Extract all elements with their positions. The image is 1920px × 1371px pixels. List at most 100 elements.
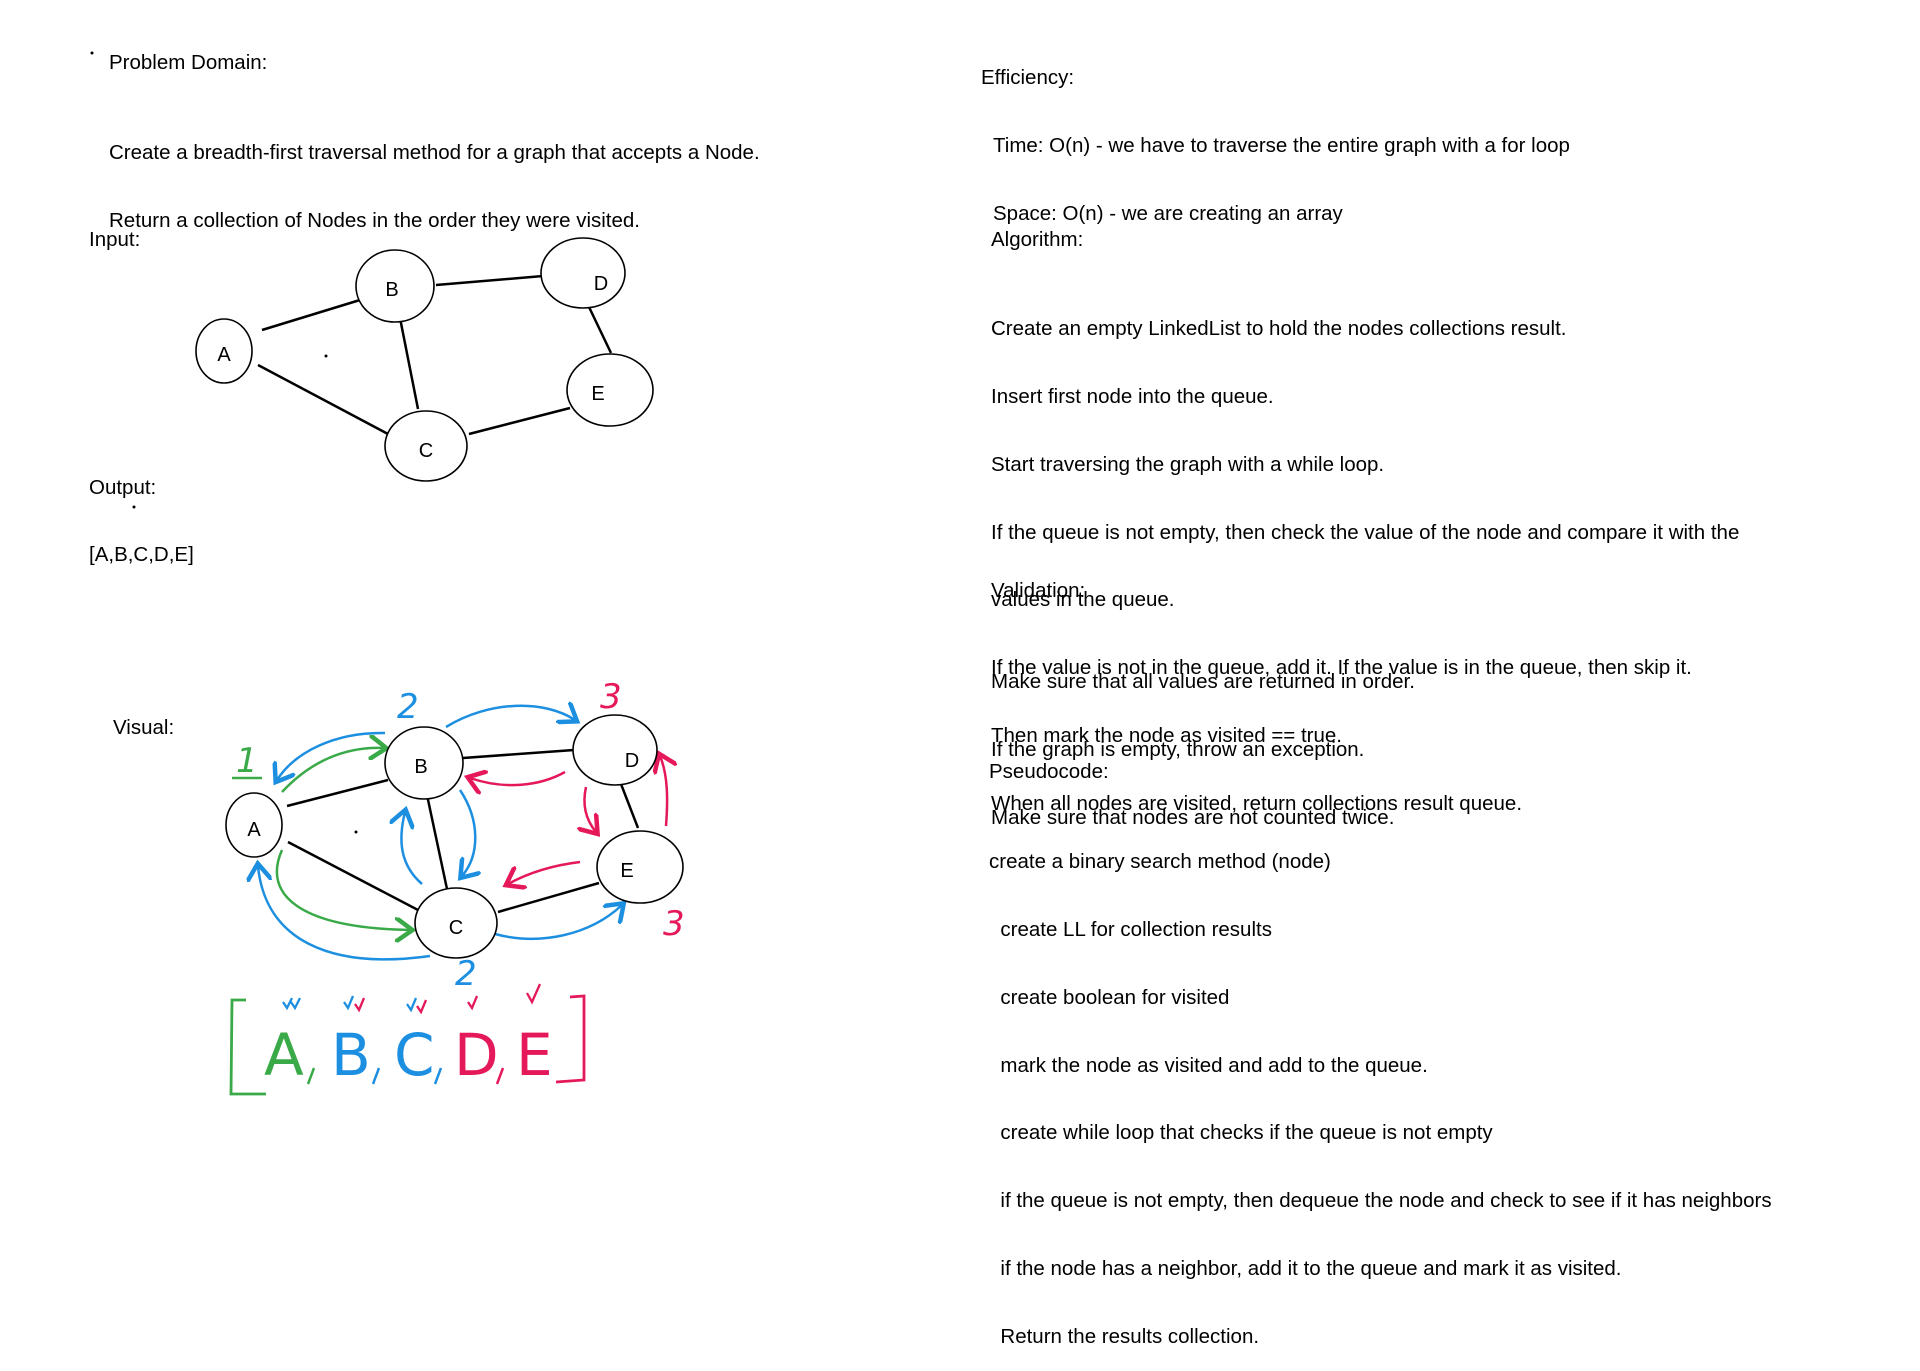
check-mark [406,997,418,1013]
validation-heading: Validation: [991,579,1086,602]
algorithm-line: Create an empty LinkedList to hold the n… [991,317,1567,341]
step-label-2-bottom: 2 [455,954,477,994]
pseudocode-line: create LL for collection results [989,917,1272,941]
node-b-label: B [385,279,398,301]
edge-b-c [398,317,420,410]
algorithm-line: Start traversing the graph with a while … [991,452,1385,476]
check-mark [290,997,302,1011]
green-arrow-a-to-c [275,849,410,930]
edge-b-d [435,274,544,287]
algorithm-line: Insert first node into the queue. [991,384,1274,408]
handwritten-result: A B C D E [229,983,586,1096]
result-letter-d: D [454,1021,499,1089]
output-heading: Output: [89,476,157,499]
edge-a-c [257,363,389,436]
node-b-circle [355,249,435,323]
comma [371,1067,381,1085]
visual-node-e-label: E [620,860,633,882]
algorithm-line: Then mark the node as visited == true. [991,723,1342,747]
stray-dot [132,505,136,509]
visual-node-b-circle [384,726,464,800]
algorithm-line: When all nodes are visited, return colle… [991,791,1523,815]
pseudocode-line: Return the results collection. [989,1324,1260,1348]
check-mark [343,995,355,1011]
visual-graph: A B C D E 1 2 3 2 3 A B C D E [225,677,685,1096]
efficiency-heading: Efficiency: [981,66,1075,89]
node-a-circle [195,318,253,384]
edge-c-e [497,881,600,914]
blue-arrow-b-to-d [445,706,575,729]
check-mark [282,997,294,1011]
stray-dot [324,354,328,358]
edge-a-b [261,298,361,332]
output-value: [A,B,C,D,E] [89,543,194,566]
visual-node-a-circle [225,792,283,858]
algorithm-line: If the queue is not empty, then check th… [991,520,1740,544]
pseudocode-line: create while loop that checks if the que… [989,1121,1493,1145]
stray-dot [354,830,358,834]
comma [306,1067,316,1085]
visual-node-d-circle [572,714,658,786]
edge-b-d [462,748,575,760]
edge-b-c [425,794,449,890]
pseudocode-line: if the queue is not empty, then dequeue … [989,1189,1772,1213]
edge-d-e [587,306,613,354]
edge-a-b [286,778,389,808]
check-mark [416,999,428,1015]
result-letter-e: E [516,1021,553,1089]
left-bracket [229,998,266,1096]
problem-line: Return a collection of Nodes in the orde… [109,208,640,232]
pseudocode-line: if the node has a neighbor, add it to th… [989,1256,1622,1280]
validation-text: Make sure that all values are returned i… [991,626,1415,852]
algorithm-text: Create an empty LinkedList to hold the n… [991,273,1739,838]
visual-node-c-circle [414,887,498,959]
input-graph: A B C D E [90,51,654,509]
efficiency-text: Time: O(n) - we have to traverse the ent… [993,90,1570,248]
pseudocode-heading: Pseudocode: [989,760,1109,783]
visual-heading: Visual: [113,716,175,739]
node-c-circle [384,410,468,482]
problem-domain-heading: Problem Domain: [109,51,268,74]
problem-domain-text: Create a breadth-first traversal method … [109,97,760,255]
visual-node-e-circle [596,830,684,904]
step-label-3-right: 3 [663,904,685,944]
edge-d-e [619,783,640,829]
node-d-label: D [594,273,608,295]
visual-node-b-label: B [414,756,427,778]
pink-arrow-d-to-e [584,786,596,832]
pink-arrow-d-to-b [470,772,566,785]
input-heading: Input: [89,228,141,251]
visual-node-d-label: D [625,750,639,772]
validation-line: Make sure that all values are returned i… [991,670,1415,694]
blue-arrow-c-to-a [258,866,431,961]
step-label-2-top: 2 [397,687,419,727]
node-a-label: A [217,344,231,366]
result-letter-b: B [331,1021,371,1089]
step-label-1: 1 [236,741,258,781]
efficiency-line: Time: O(n) - we have to traverse the ent… [993,134,1570,158]
edge-a-c [287,840,419,912]
result-letter-c: C [394,1021,435,1089]
result-letter-a: A [264,1021,304,1089]
visual-node-c-label: C [449,917,463,939]
check-mark [467,995,479,1011]
blue-arrow-c-to-b [401,812,423,885]
edge-c-e [468,406,571,436]
problem-line: Create a breadth-first traversal method … [109,141,760,165]
blue-arrow-c-to-e [494,905,622,940]
comma [433,1067,443,1085]
node-d-circle [540,237,626,309]
comma [495,1067,505,1085]
stray-dot [90,51,94,55]
efficiency-line: Space: O(n) - we are creating an array [993,201,1343,225]
validation-line: If the graph is empty, throw an exceptio… [991,737,1365,761]
pseudocode-line: create a binary search method (node) [989,850,1331,874]
right-bracket [555,994,586,1084]
step-label-3-top: 3 [600,677,622,717]
node-c-label: C [419,440,433,462]
check-mark [525,983,542,1005]
algorithm-line: values in the queue. [991,588,1175,612]
blue-arrow-b-to-a [277,731,386,780]
check-mark [354,997,366,1013]
node-e-label: E [591,383,604,405]
